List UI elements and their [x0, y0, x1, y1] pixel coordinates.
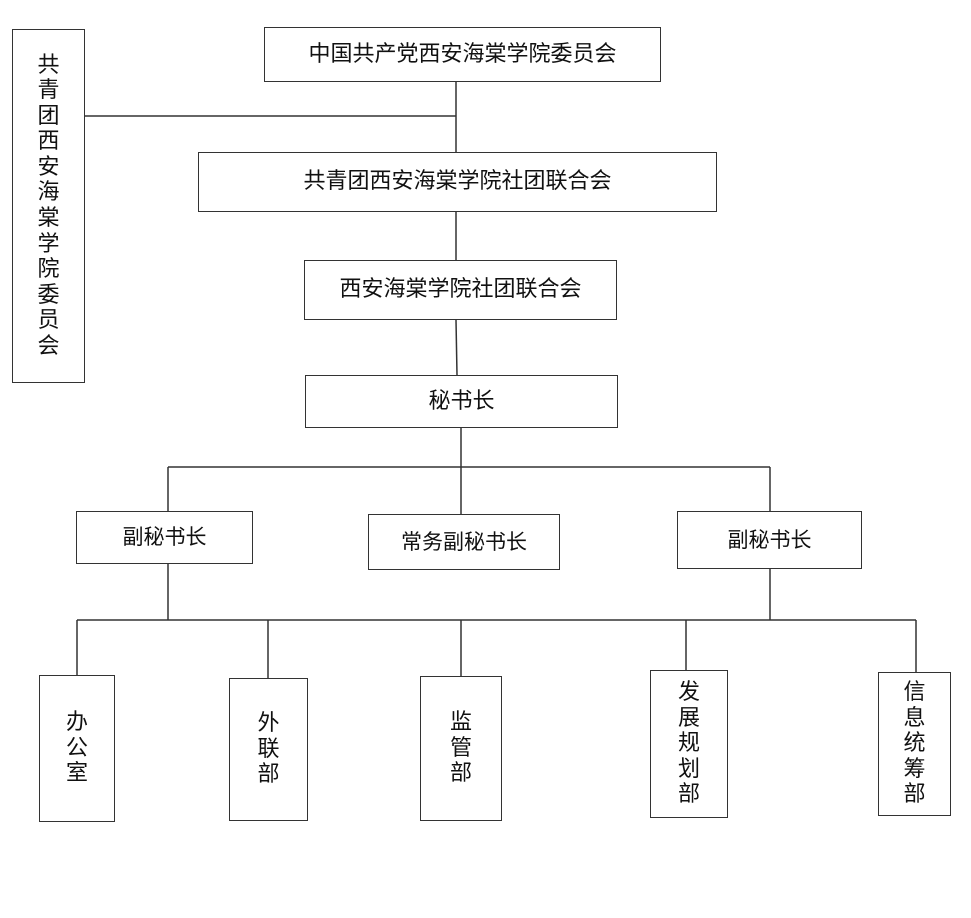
node-youth-league-committee: 共青团西安海棠学院委员会 — [12, 29, 85, 383]
node-club-federation-label: 西安海棠学院社团联合会 — [339, 277, 582, 303]
node-dept-information-coordination-label: 信息统筹部 — [903, 680, 926, 808]
node-dept-supervision: 监管部 — [420, 676, 502, 821]
node-executive-deputy-secretary: 常务副秘书长 — [368, 514, 560, 570]
node-deputy-secretary-left-label: 副秘书长 — [122, 525, 207, 550]
node-secretary-general: 秘书长 — [305, 375, 618, 428]
connector-federation-down — [455, 319, 458, 376]
node-club-federation: 西安海棠学院社团联合会 — [304, 260, 617, 320]
node-youth-league-committee-label: 共青团西安海棠学院委员会 — [37, 52, 60, 359]
node-dept-external-relations-label: 外联部 — [257, 711, 280, 788]
node-secretary-general-label: 秘书长 — [428, 388, 495, 414]
node-league-club-federation: 共青团西安海棠学院社团联合会 — [198, 152, 717, 212]
node-league-club-federation-label: 共青团西安海棠学院社团联合会 — [303, 169, 612, 195]
node-executive-deputy-secretary-label: 常务副秘书长 — [401, 529, 527, 554]
node-dept-office-label: 办公室 — [65, 710, 88, 787]
node-dept-development-planning-label: 发展规划部 — [677, 680, 700, 808]
node-dept-development-planning: 发展规划部 — [650, 670, 728, 818]
node-dept-external-relations: 外联部 — [229, 678, 308, 821]
node-party-committee: 中国共产党西安海棠学院委员会 — [264, 27, 661, 82]
node-party-committee-label: 中国共产党西安海棠学院委员会 — [308, 41, 617, 67]
node-deputy-secretary-right-label: 副秘书长 — [727, 527, 812, 552]
node-dept-information-coordination: 信息统筹部 — [878, 672, 951, 816]
node-deputy-secretary-left: 副秘书长 — [76, 511, 253, 564]
node-dept-office: 办公室 — [39, 675, 115, 822]
node-deputy-secretary-right: 副秘书长 — [677, 511, 862, 569]
node-dept-supervision-label: 监管部 — [449, 710, 472, 787]
